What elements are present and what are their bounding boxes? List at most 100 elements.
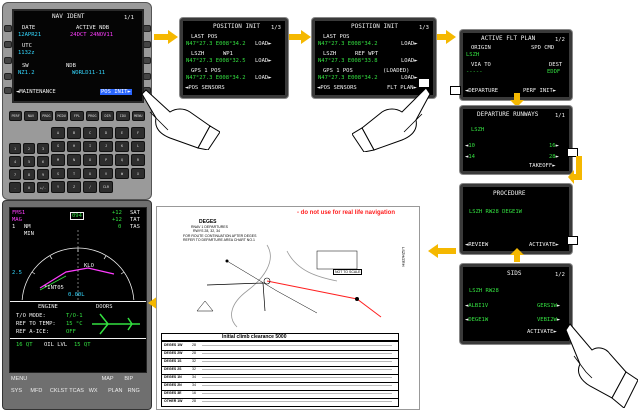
lsk-l3[interactable] [4,57,12,64]
cdu-key-1[interactable]: 1 [9,143,21,154]
mfd-bip-button[interactable]: BIP [124,376,134,382]
cdu-key-q[interactable]: Q [115,154,129,166]
review-link[interactable]: ◄REVIEW [465,242,489,248]
cdu-key-perf[interactable]: PERF [9,111,23,121]
lsk-r1[interactable] [143,25,151,32]
pos-sensors-link[interactable]: ◄POS SENSORS [317,85,357,91]
cdu-key-prog[interactable]: PROG [85,111,99,121]
cdu-key-a[interactable]: A [51,127,65,139]
departure-link[interactable]: ◄DEPARTURE [465,88,499,94]
cdu-key-k[interactable]: K [115,140,129,153]
cdu-key-.[interactable]: . [9,182,21,193]
lsk-l1[interactable] [4,25,12,32]
load-button[interactable]: LOAD► [401,58,418,64]
pos-init-link[interactable]: POS INIT► [100,89,132,95]
cdu-key-g[interactable]: G [51,140,65,153]
cdu-key-b[interactable]: B [67,127,81,139]
lsk-l2[interactable] [4,41,12,48]
runway-14-button[interactable]: ◄14 [465,154,475,160]
procedure-screen: PROCEDURE LSZH RW28 DEGE1W ◄REVIEW ACTIV… [460,184,572,254]
lsk-l5[interactable] [4,87,12,94]
cdu-key-r[interactable]: R [131,154,145,166]
mfd-plan-button[interactable]: PLAN [108,388,123,394]
cdu-key-+/-[interactable]: +/- [37,182,49,193]
sid-vebi2w-button[interactable]: VEBI2W► [537,317,561,323]
runway-10-button[interactable]: ◄10 [465,143,475,149]
load-button[interactable]: LOAD► [401,75,418,81]
cdu-key-t[interactable]: T [67,167,81,180]
lsk-highlight[interactable] [418,78,430,88]
maintenance-link[interactable]: ◄MAINTENANCE [16,89,56,95]
cdu-key-3[interactable]: 3 [37,143,49,154]
runway-16-button[interactable]: 16► [549,143,559,149]
cdu-key-o[interactable]: O [83,154,97,166]
activate-link[interactable]: ACTIVATE► [527,329,557,335]
cdu-key-mcdu[interactable]: MCDU [54,111,69,121]
mfd-cklst-button[interactable]: CKLST [49,388,68,394]
sid-gers1w-button[interactable]: GERS1W► [537,303,561,309]
cdu-key-idx[interactable]: IDX [116,111,130,121]
mfd-mfd-button[interactable]: MFD [30,388,43,394]
cdu-key-fpl[interactable]: FPL [70,111,84,121]
load-button[interactable]: LOAD► [401,41,418,47]
sid-albi1v-button[interactable]: ◄ALBI1V [465,303,489,309]
cdu-key-2[interactable]: 2 [23,143,35,154]
activate-link[interactable]: ACTIVATE► [529,242,559,248]
lsk-r2[interactable] [143,41,151,48]
cdu-key-menu[interactable]: MENU [131,111,145,121]
mfd-map-button[interactable]: MAP [101,376,114,382]
mfd-menu-button[interactable]: MENU [11,376,28,382]
cdu-key-v[interactable]: V [99,167,113,180]
cdu-key-f[interactable]: F [131,127,145,139]
lsk-highlight[interactable] [567,148,578,157]
flt-plan-link[interactable]: FLT PLAN► [387,85,417,91]
cdu-key-c[interactable]: C [83,127,97,139]
cdu-key-dir[interactable]: DIR [100,111,115,121]
cdu-key-9[interactable]: 9 [37,169,49,180]
cdu-key-j[interactable]: J [99,140,113,153]
cdu-key-5[interactable]: 5 [23,156,35,167]
cdu-key-x[interactable]: X [131,167,145,180]
cdu-key-4[interactable]: 4 [9,156,21,167]
waypoint-label: WP1 [223,51,233,57]
cdu-key-0[interactable]: 0 [23,182,35,193]
cdu-key-w[interactable]: W [115,167,129,180]
cdu-key-clr[interactable]: CLR [99,181,113,193]
cdu-key-h[interactable]: H [67,140,81,153]
runway-28-button[interactable]: 28► [549,154,559,160]
load-button[interactable]: LOAD► [255,75,272,81]
cdu-key-i[interactable]: I [83,140,97,153]
lsk-r4[interactable] [143,73,151,80]
pos-sensors-link[interactable]: ◄POS SENSORS [185,85,225,91]
mfd-wx-button[interactable]: WX [88,388,98,394]
lsk-highlight[interactable] [450,86,461,95]
cdu-key-p[interactable]: P [99,154,113,166]
cdu-key-m[interactable]: M [51,154,65,166]
lsk-highlight[interactable] [567,236,578,245]
cdu-key-prog[interactable]: PROG [39,111,53,121]
load-button[interactable]: LOAD► [255,58,272,64]
cdu-key-n[interactable]: N [67,154,81,166]
takeoff-link[interactable]: TAKEOFF► [529,163,556,169]
mfd-sys-button[interactable]: SYS [11,388,23,394]
cdu-key-7[interactable]: 7 [9,169,21,180]
cdu-key-z[interactable]: Z [67,181,81,193]
cdu-key-8[interactable]: 8 [23,169,35,180]
cdu-key-s[interactable]: S [51,167,65,180]
mfd-rng-button[interactable]: RNG [127,388,140,394]
cdu-key-nav[interactable]: NAV [24,111,38,121]
mfd-tcas-button[interactable]: TCAS [69,388,84,394]
via-to-value: ----- [466,69,483,75]
lsk-r3[interactable] [143,57,151,64]
lsk-l4[interactable] [4,73,12,80]
cdu-key-u[interactable]: U [83,167,97,180]
cdu-key-e[interactable]: E [115,127,129,139]
cdu-key-y[interactable]: Y [51,181,65,193]
cdu-key-/[interactable]: / [83,181,97,193]
cdu-key-6[interactable]: 6 [37,156,49,167]
cdu-key-l[interactable]: L [131,140,145,153]
cdu-key-d[interactable]: D [99,127,113,139]
sid-dege1w-button[interactable]: ◄DEGE1W [465,317,489,323]
perf-init-link[interactable]: PERF INIT► [523,88,557,94]
load-button[interactable]: LOAD► [255,41,272,47]
